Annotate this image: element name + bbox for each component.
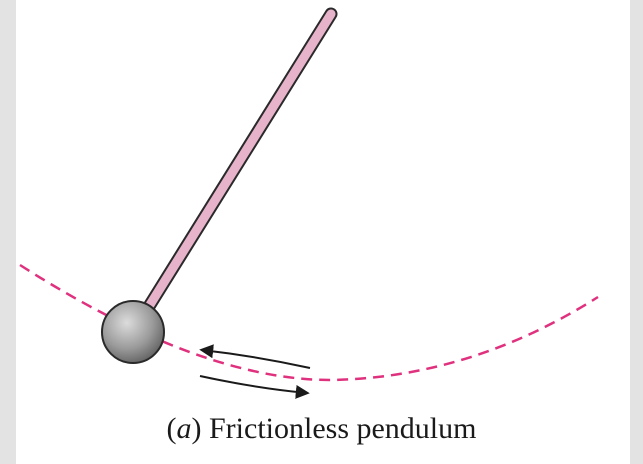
- caption-text: Frictionless pendulum: [201, 412, 477, 445]
- pendulum-rod: [141, 7, 338, 315]
- pendulum-bob: [101, 300, 165, 364]
- motion-arrow-left: [199, 344, 311, 369]
- figure-caption: (a) Frictionless pendulum: [0, 412, 643, 446]
- motion-arrow-right: [199, 375, 310, 399]
- caption-close-paren: ): [191, 412, 202, 445]
- caption-open-paren: (: [166, 412, 177, 445]
- caption-label-letter: a: [176, 412, 192, 445]
- figure-panel: [16, 0, 630, 464]
